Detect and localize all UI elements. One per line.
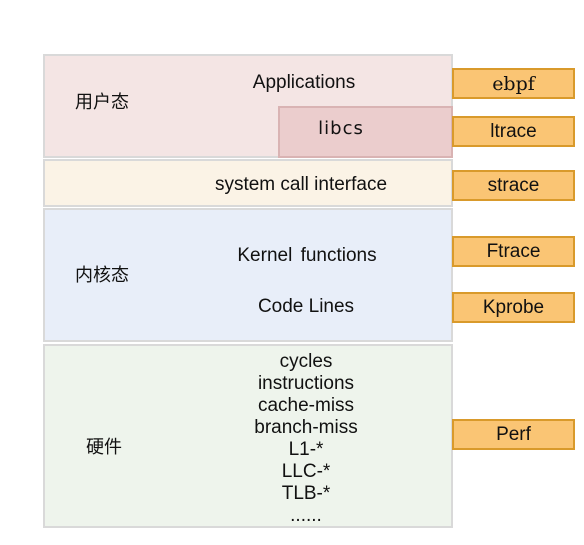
tool-box-ebpf: ebpf (452, 68, 575, 99)
hardware-event: TLB-* (281, 483, 331, 504)
hardware-layer (43, 344, 453, 528)
tool-box-ftrace: Ftrace (452, 236, 575, 267)
tool-box-strace: strace (452, 170, 575, 201)
kernel-functions-label: Kernel functions (237, 245, 377, 266)
libcs-label: libcs (318, 118, 364, 139)
hardware-event: ...... (290, 505, 322, 526)
tool-box-ltrace: ltrace (452, 116, 575, 147)
code-lines-label: Code Lines (257, 296, 355, 317)
hardware-events-list: cycles instructions cache-miss branch-mi… (254, 351, 357, 527)
hardware-event: instructions (257, 373, 355, 394)
hardware-event: cycles (279, 351, 333, 372)
hardware-event: cache-miss (257, 395, 355, 416)
hardware-event: L1-* (288, 439, 324, 460)
user-space-label: 用户态 (75, 92, 129, 113)
hardware-label: 硬件 (86, 437, 122, 458)
applications-label: Applications (252, 72, 356, 93)
hardware-event: branch-miss (254, 417, 358, 438)
kernel-layer (43, 208, 453, 342)
hardware-event: LLC-* (281, 461, 331, 482)
kernel-label: 内核态 (75, 265, 129, 286)
syscall-interface-layer (43, 159, 453, 207)
syscall-interface-label: system call interface (214, 174, 388, 195)
tool-box-kprobe: Kprobe (452, 292, 575, 323)
tool-box-perf: Perf (452, 419, 575, 450)
libcs-box (278, 106, 453, 158)
